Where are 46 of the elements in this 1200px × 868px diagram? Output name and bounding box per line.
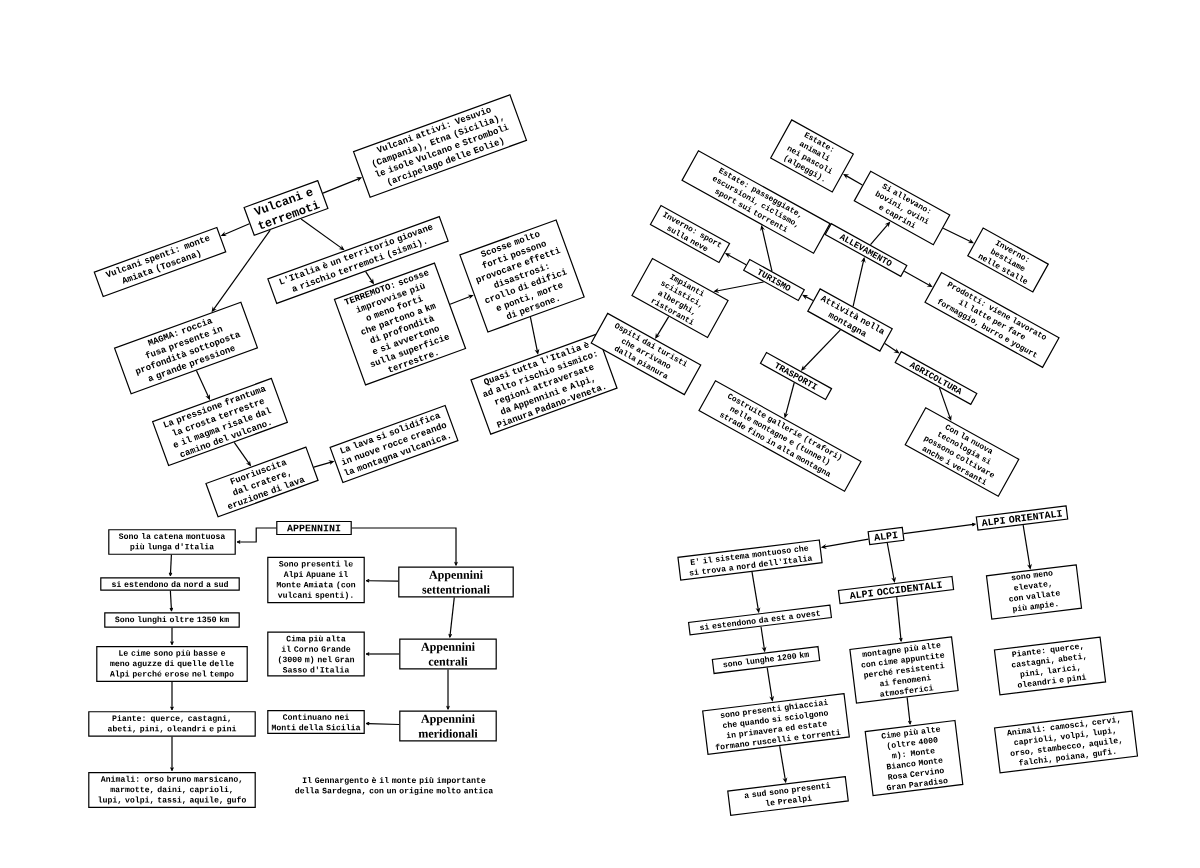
arrow bbox=[714, 281, 765, 293]
arrow bbox=[725, 253, 747, 266]
arrow bbox=[903, 522, 976, 535]
arrow bbox=[751, 571, 760, 613]
arrow bbox=[221, 223, 250, 237]
arrow bbox=[233, 441, 251, 466]
arrow bbox=[760, 225, 773, 272]
arrow bbox=[766, 666, 774, 702]
arrow bbox=[852, 257, 866, 308]
arrow bbox=[195, 370, 210, 400]
arrow bbox=[821, 538, 870, 549]
arrow bbox=[448, 596, 455, 638]
arrow bbox=[884, 342, 900, 354]
arrow bbox=[779, 745, 787, 783]
arrow bbox=[760, 626, 766, 652]
arrow bbox=[784, 382, 795, 418]
arrow bbox=[886, 542, 896, 583]
arrow bbox=[300, 218, 345, 251]
arrow bbox=[351, 527, 458, 566]
arrow bbox=[170, 736, 174, 772]
arrow bbox=[1022, 524, 1032, 570]
arrow bbox=[170, 627, 174, 646]
arrow bbox=[843, 174, 863, 186]
arrow bbox=[236, 527, 277, 544]
arrow bbox=[446, 668, 450, 710]
arrow bbox=[170, 681, 174, 711]
arrow bbox=[903, 270, 933, 287]
arrow bbox=[365, 579, 399, 583]
arrow bbox=[938, 387, 952, 421]
arrow bbox=[896, 596, 903, 642]
arrow bbox=[802, 294, 814, 302]
arrow bbox=[211, 229, 271, 312]
arrow bbox=[655, 316, 670, 339]
arrow bbox=[869, 222, 891, 246]
arrow bbox=[906, 696, 912, 725]
arrow bbox=[801, 329, 842, 371]
arrow bbox=[322, 177, 362, 194]
arrow bbox=[365, 271, 374, 284]
arrow bbox=[942, 227, 974, 244]
arrow bbox=[365, 721, 400, 726]
arrow bbox=[449, 294, 474, 305]
arrow bbox=[529, 316, 539, 355]
arrow bbox=[313, 460, 334, 468]
arrow bbox=[365, 652, 400, 656]
arrow bbox=[168, 554, 173, 577]
arrow bbox=[169, 590, 174, 612]
